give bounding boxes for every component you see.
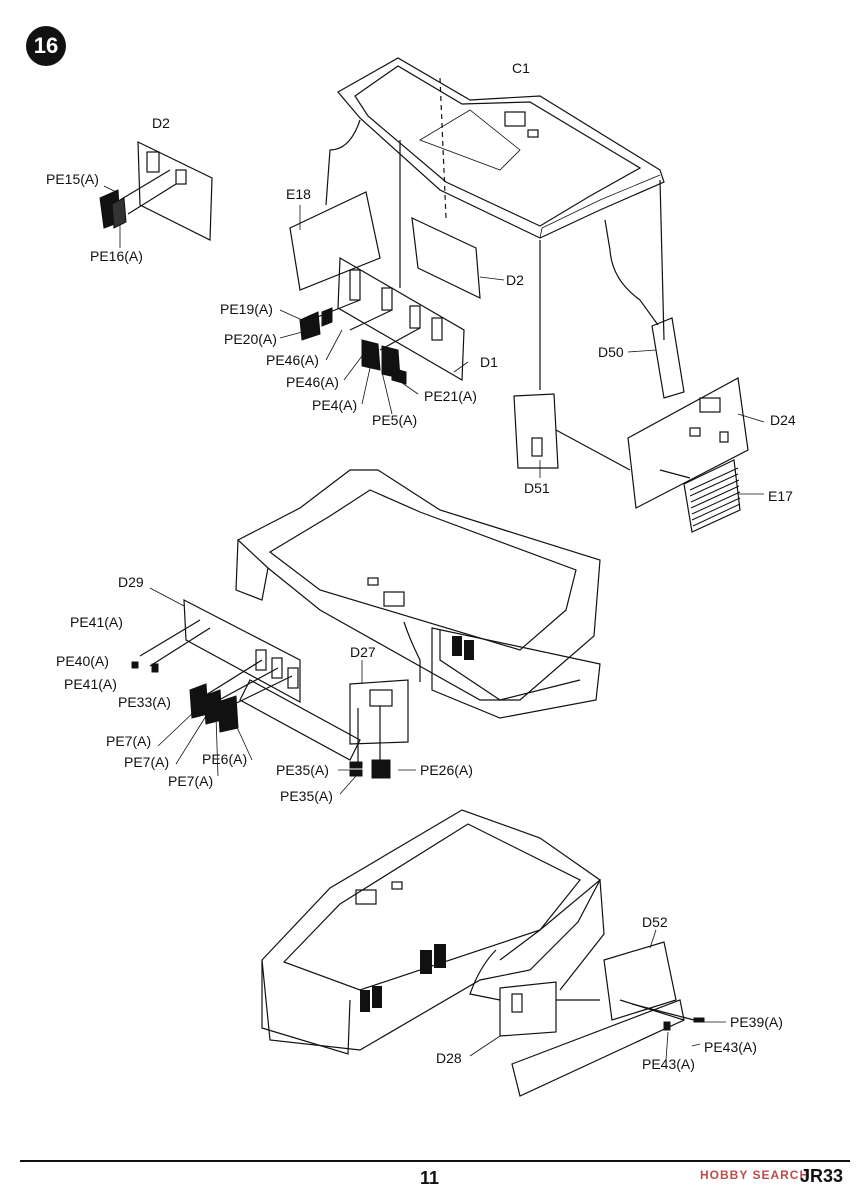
label-e17: E17 xyxy=(768,488,793,504)
kit-code: JR33 xyxy=(800,1166,844,1186)
hull-middle-drawing xyxy=(235,469,601,701)
label-pe26: PE26(A) xyxy=(420,762,473,778)
label-d2-mid: D2 xyxy=(506,272,524,288)
label-d51: D51 xyxy=(524,480,550,496)
part-c1-drawing xyxy=(337,57,665,239)
label-pe43-a: PE43(A) xyxy=(704,1039,757,1055)
part-e17-drawing xyxy=(683,459,741,533)
label-pe41-b: PE41(A) xyxy=(64,676,117,692)
label-pe7-b: PE7(A) xyxy=(124,754,170,770)
label-d52: D52 xyxy=(642,914,668,930)
label-pe7-c: PE7(A) xyxy=(168,773,214,789)
label-pe46-a: PE46(A) xyxy=(266,352,319,368)
label-pe40: PE40(A) xyxy=(56,653,109,669)
footer-rule xyxy=(20,1160,850,1162)
part-d50-drawing xyxy=(651,317,685,399)
label-d2-top: D2 xyxy=(152,115,170,131)
part-d28-drawing xyxy=(469,949,600,1037)
part-d2-small-drawing xyxy=(119,141,213,241)
part-pe19-shape xyxy=(299,311,321,341)
step-number-badge: 16 xyxy=(26,26,66,66)
side-armour-drawing xyxy=(431,627,601,719)
label-c1: C1 xyxy=(512,60,530,76)
part-d24-drawing xyxy=(627,377,749,509)
label-pe41-a: PE41(A) xyxy=(70,614,123,630)
label-pe33: PE33(A) xyxy=(118,694,171,710)
label-d29: D29 xyxy=(118,574,144,590)
label-d1: D1 xyxy=(480,354,498,370)
part-d51-drawing xyxy=(513,393,691,479)
page-number: 11 xyxy=(420,1168,440,1188)
label-pe6: PE6(A) xyxy=(202,751,248,767)
label-pe5: PE5(A) xyxy=(372,412,418,428)
part-pe5-shape xyxy=(361,339,381,371)
label-pe15: PE15(A) xyxy=(46,171,99,187)
label-pe19: PE19(A) xyxy=(220,301,273,317)
part-d2-panel-drawing xyxy=(411,216,481,299)
part-pe20-shape xyxy=(321,307,333,327)
part-pe6-shape xyxy=(217,695,239,733)
label-d28: D28 xyxy=(436,1050,462,1066)
label-pe20: PE20(A) xyxy=(224,331,277,347)
watermark: HOBBY SEARCH xyxy=(700,1168,810,1182)
label-d27: D27 xyxy=(350,644,376,660)
part-pe21-shape xyxy=(391,367,407,385)
label-d50: D50 xyxy=(598,344,624,360)
part-d27-drawing xyxy=(349,621,421,770)
label-pe16: PE16(A) xyxy=(90,248,143,264)
label-pe4: PE4(A) xyxy=(312,397,358,413)
label-pe43-b: PE43(A) xyxy=(642,1056,695,1072)
part-pe33-shape xyxy=(151,663,159,673)
label-pe46-b: PE46(A) xyxy=(286,374,339,390)
label-pe7-a: PE7(A) xyxy=(106,733,152,749)
part-pe39-shape xyxy=(693,1017,705,1023)
part-e18-drawing xyxy=(289,191,381,291)
part-d52-drawing xyxy=(511,941,695,1097)
label-pe35-b: PE35(A) xyxy=(280,788,333,804)
part-pe40-shape xyxy=(131,661,139,669)
part-pe26-shape xyxy=(371,759,391,779)
part-pe35-shape xyxy=(349,761,363,769)
label-d24: D24 xyxy=(770,412,796,428)
part-d29-drawing xyxy=(139,598,361,761)
label-pe21: PE21(A) xyxy=(424,388,477,404)
label-pe35-a: PE35(A) xyxy=(276,762,329,778)
hull-bottom-drawing xyxy=(261,809,605,1055)
part-pe43-shape xyxy=(663,1021,671,1031)
label-pe39: PE39(A) xyxy=(730,1014,783,1030)
label-e18: E18 xyxy=(286,186,311,202)
